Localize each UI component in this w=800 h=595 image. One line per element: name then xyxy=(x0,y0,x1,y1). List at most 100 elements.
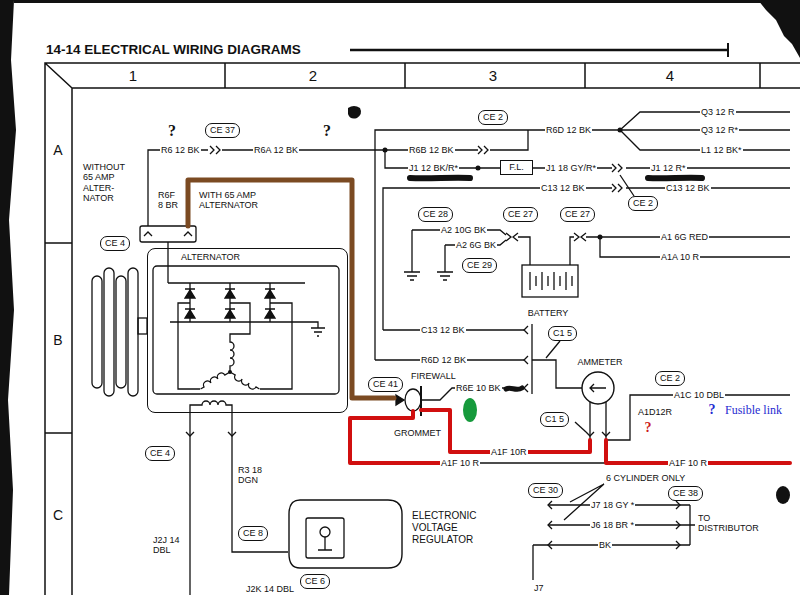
regulator-drawing xyxy=(306,518,344,558)
callout-number: CE 30 xyxy=(533,485,558,496)
text-anchor: R6 12 BK xyxy=(160,145,201,155)
grid-label: 4 xyxy=(665,67,675,84)
text-anchor: ? xyxy=(708,402,717,418)
text-anchor: R3 18 DGN xyxy=(237,465,273,486)
text-anchor: A1 6G RED xyxy=(660,232,709,242)
text-anchor: FIREWALL xyxy=(410,371,457,381)
voltage-regulator: ELECTRONIC VOLTAGE REGULATOR xyxy=(288,496,490,572)
wire xyxy=(531,324,532,394)
connector-symbol xyxy=(478,146,488,154)
hand-marking xyxy=(648,175,702,182)
text-anchor: C13 12 BK xyxy=(665,183,711,193)
grid-label: 3 xyxy=(488,67,498,84)
regulator-drawing xyxy=(306,518,344,558)
connector-symbol xyxy=(506,233,518,241)
wire xyxy=(570,237,574,265)
text-anchor: Fusible link xyxy=(724,404,783,418)
wire xyxy=(412,230,506,272)
connector-symbol xyxy=(140,146,680,549)
hand-marking xyxy=(410,175,470,182)
grid-label: B xyxy=(52,332,63,348)
wire-label: A1 6G RED xyxy=(660,232,709,242)
wire xyxy=(680,505,695,545)
wire xyxy=(546,341,560,358)
grid-label: C xyxy=(52,507,64,523)
text-anchor: 6 CYLINDER ONLY xyxy=(605,473,686,483)
wire xyxy=(606,395,790,440)
annotation-mark: ? xyxy=(708,402,717,418)
callout-number: C1 5 xyxy=(545,414,564,425)
wire-label: R6D 12 BK xyxy=(545,125,592,135)
alternator-drawing xyxy=(228,372,259,392)
junction-dot xyxy=(618,128,623,133)
annotation-mark: ? xyxy=(167,122,177,140)
text-anchor: A2 6G BK xyxy=(455,240,497,250)
wire-label: J2J 14 DBL xyxy=(152,535,188,556)
text-anchor: R6D 12 BK xyxy=(420,355,467,365)
wire-label: Q3 12 R xyxy=(700,107,736,117)
callout-box: CE 28 xyxy=(418,207,453,222)
alternator-drawing xyxy=(230,303,250,338)
wire-label: R3 18 DGN xyxy=(237,465,273,486)
connector-symbol xyxy=(186,432,236,436)
text-anchor: GROMMET xyxy=(393,428,442,438)
text-anchor: C13 12 BK xyxy=(420,325,466,335)
wire xyxy=(189,413,190,595)
wire-label: A1F 10 R xyxy=(440,458,480,468)
wire xyxy=(490,130,528,150)
callout-number: CE 28 xyxy=(423,209,448,220)
wire-label: J7 18 GY * xyxy=(590,500,635,510)
connector-symbol xyxy=(574,233,586,241)
connector-symbol xyxy=(612,164,622,172)
text-anchor: 3 xyxy=(488,67,498,84)
alternator-drawing xyxy=(116,276,126,388)
text-anchor: A1F 10 R xyxy=(668,458,708,468)
hand-marking xyxy=(506,388,522,389)
wire-label: A1F 10 R xyxy=(668,458,708,468)
alternator-drawing xyxy=(128,268,138,396)
alternator-drawing xyxy=(153,266,339,394)
junction-dot xyxy=(383,148,388,153)
wire-label: Q3 12 R* xyxy=(700,125,739,135)
text-anchor: J7 xyxy=(533,583,545,593)
alternator-drawing xyxy=(138,318,147,334)
text-anchor: R6D 12 BK xyxy=(545,125,592,135)
connector-symbol xyxy=(524,326,528,392)
callout-box: C1 5 xyxy=(548,326,577,341)
wire-label: J1 18 GY/R* xyxy=(545,163,597,173)
callout-box: CE 2 xyxy=(628,196,658,211)
ammeter-dial xyxy=(582,372,614,404)
ground-symbol xyxy=(404,272,420,280)
title-rule xyxy=(727,43,729,57)
ammeter-needle xyxy=(590,384,606,392)
callout-number: CE 41 xyxy=(373,379,398,390)
hand-marking xyxy=(188,178,790,463)
alternator-drawing xyxy=(230,338,234,372)
wire-label: R6E 10 BK xyxy=(455,383,502,393)
text-anchor: R6A 12 BK xyxy=(253,145,299,155)
text-anchor: J2K 14 DBL xyxy=(245,584,295,594)
text-anchor: B xyxy=(52,332,63,348)
wire-label: R6B 12 BK xyxy=(408,145,455,155)
wire-label: R6A 12 BK xyxy=(253,145,299,155)
callout-box: CE 2 xyxy=(478,110,508,125)
wire-label: A2 10G BK xyxy=(440,225,487,235)
text-anchor: J1 18 GY/R* xyxy=(545,163,597,173)
wire-label: A2 6G BK xyxy=(455,240,497,250)
callout-number: CE 37 xyxy=(210,125,235,136)
text-anchor: 1 xyxy=(128,67,138,84)
wire xyxy=(148,150,208,226)
text-anchor: J1 12 R* xyxy=(650,163,687,173)
scan-edge xyxy=(14,0,800,3)
text-anchor: Q3 12 R* xyxy=(700,125,739,135)
wire-label: J2K 14 DBL xyxy=(245,584,295,594)
regulator-case xyxy=(289,500,402,568)
battery-symbol xyxy=(522,265,578,297)
grid-label: A xyxy=(52,142,63,158)
wire xyxy=(232,413,288,552)
text-anchor: 2 xyxy=(308,67,318,84)
part-name: FIREWALL xyxy=(410,371,457,381)
battery-symbol xyxy=(530,272,572,290)
alternator-drawing xyxy=(178,303,200,389)
